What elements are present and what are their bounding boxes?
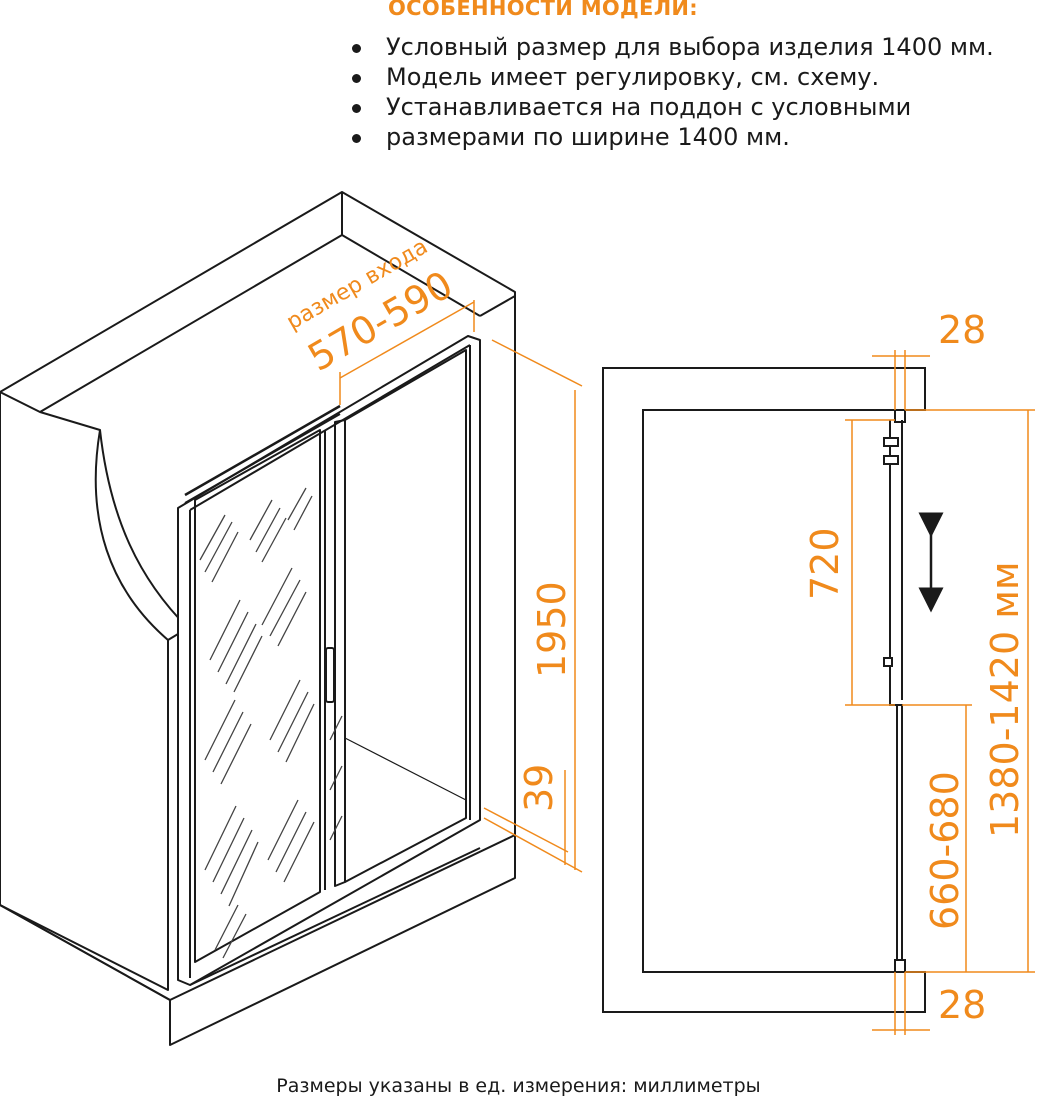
profile-top-dimension: 28 (938, 308, 986, 352)
features-list: Условный размер для выбора изделия 1400 … (350, 32, 994, 152)
total-range-dimension: 1380-1420 мм (983, 561, 1027, 838)
plan-profile-bottom (894, 959, 906, 973)
profile-bottom-dimension: 28 (938, 983, 986, 1027)
perspective-dimensions (339, 300, 583, 873)
perspective-view (0, 191, 516, 1046)
base-height-dimension-value: 39 (517, 764, 561, 812)
feature-item-size: Условный размер для выбора изделия 1400 … (350, 32, 994, 62)
features-title: ОСОБЕННОСТИ МОДЕЛИ: (388, 0, 699, 20)
feature-item-adjustment: Модель имеет регулировку, см. схему. (350, 62, 994, 92)
glass-panel-left (194, 429, 321, 963)
plan-view (602, 367, 944, 1013)
plan-wall-outer (602, 367, 926, 1013)
units-note: Размеры указаны в ед. измерения: миллиме… (276, 1075, 761, 1097)
base-plinth (0, 834, 516, 1045)
lower-range-dimension: 660-680 (923, 771, 967, 930)
feature-item-tray-cont: размерами по ширине 1400 мм. (350, 122, 994, 152)
feature-item-tray: Устанавливается на поддон с условными (350, 92, 994, 122)
door-handle-icon (325, 647, 335, 703)
glass-hatching (199, 487, 343, 959)
curved-wall (39, 411, 189, 629)
height-dimension-value: 1950 (530, 581, 574, 678)
adjust-range-dimension: 720 (803, 527, 847, 600)
plan-profile-top (894, 409, 906, 423)
plan-dimensions (845, 350, 1035, 1035)
